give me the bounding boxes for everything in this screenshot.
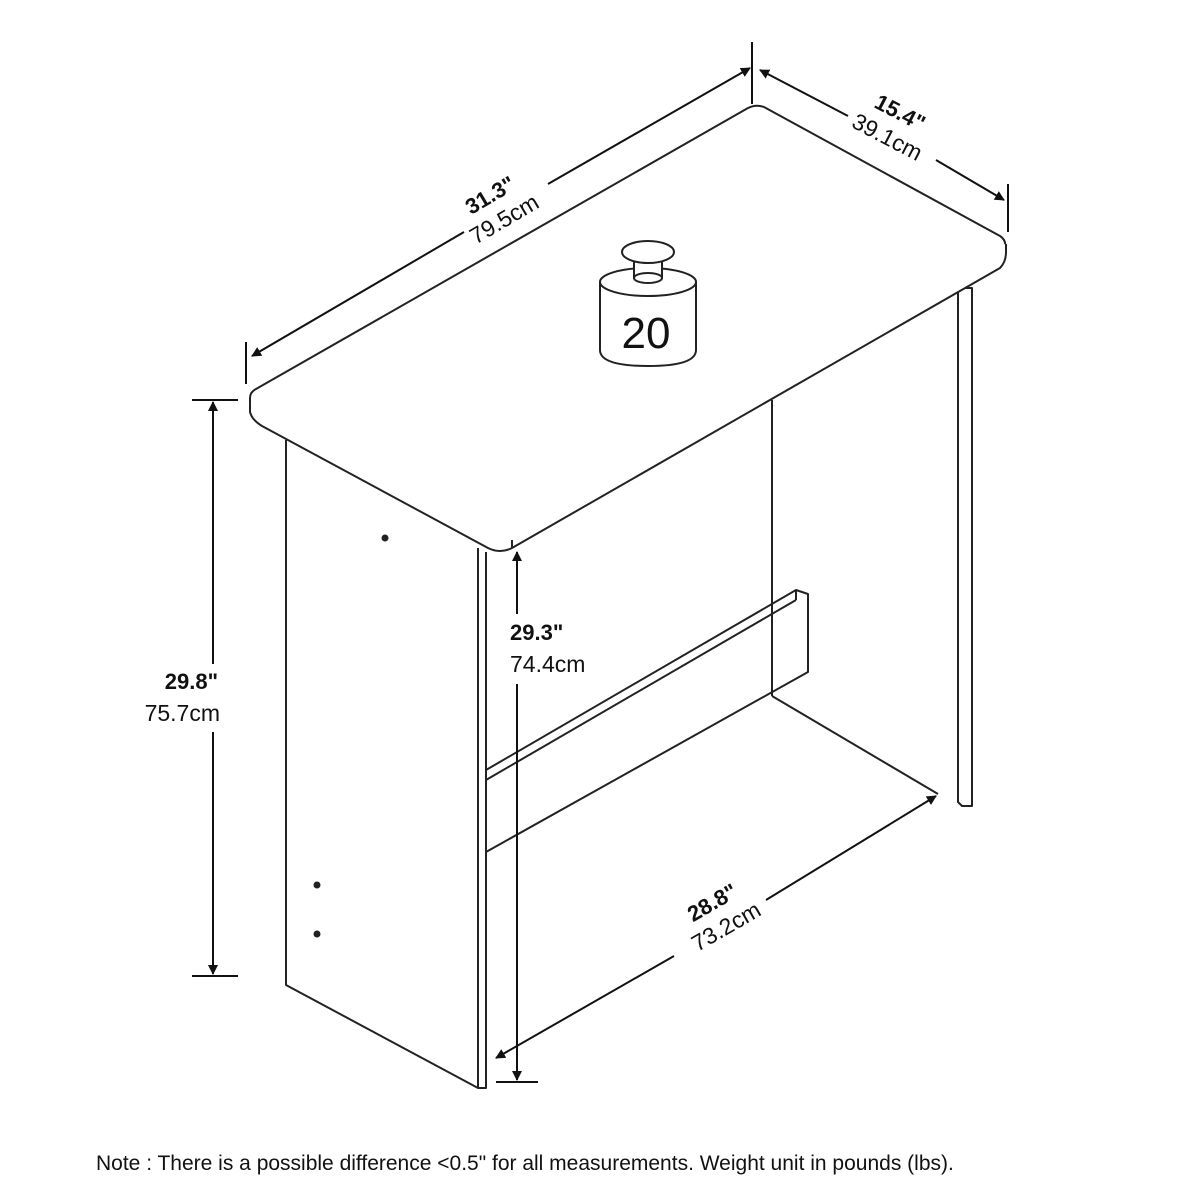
clearance-height-imperial: 29.3" — [510, 620, 563, 645]
stretcher-panel — [485, 589, 809, 853]
screw-hole-icon — [313, 930, 321, 938]
top-depth-dimension — [759, 69, 1009, 232]
desktop-edge — [249, 244, 1007, 552]
right-side-panel — [957, 287, 973, 807]
top-length-dimension — [245, 42, 753, 384]
clearance-height-dimension — [496, 551, 538, 1083]
overall-height-imperial: 29.8" — [165, 669, 218, 694]
weight-icon: 20 — [599, 240, 697, 368]
measurement-note: Note : There is a possible difference <0… — [96, 1152, 954, 1175]
overall-height-metric: 75.7cm — [145, 700, 220, 726]
screw-hole-icon — [381, 534, 389, 542]
weight-value: 20 — [622, 309, 671, 358]
overall-height-dimension — [192, 399, 238, 977]
leg-width-dimension — [495, 795, 937, 1059]
screw-hole-icon — [313, 881, 321, 889]
screw-holes — [313, 534, 389, 938]
clearance-height-metric: 74.4cm — [510, 651, 585, 677]
